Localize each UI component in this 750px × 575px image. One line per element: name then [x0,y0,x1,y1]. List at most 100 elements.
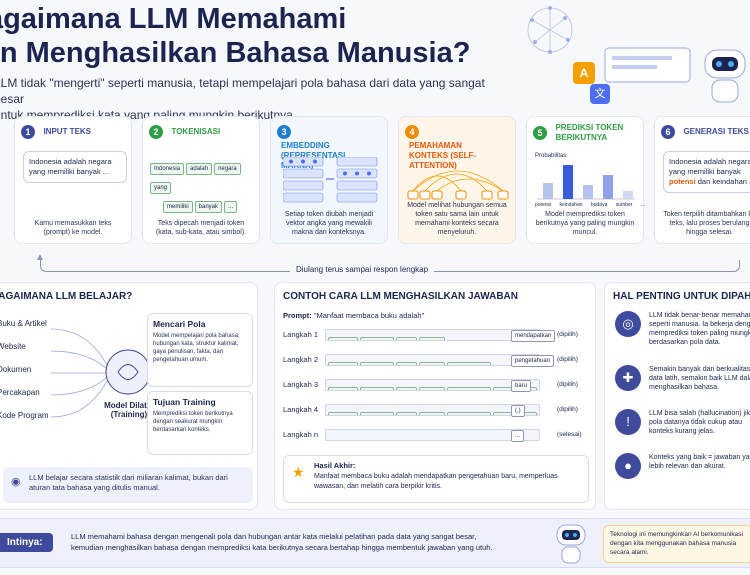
predicted-token: baru [511,380,532,392]
step-row: Langkah 4Manfaatmembacabukuadalahmendapa… [275,402,597,422]
step-label: Langkah n [283,430,319,439]
loop-caption: Diulang terus sampai respon lengkap [290,265,435,274]
bar-etc [623,191,633,199]
step-number: 3 [277,124,291,139]
word-token: buku [396,387,418,390]
step-title: GENERASI TEKS [683,126,749,136]
output-text: Indonesia adalah negara yang memiliki ba… [669,157,750,176]
title-line-2: dan Menghasilkan Bahasa Manusia? [0,37,471,69]
robot-icon [556,524,586,564]
source-item: Dokumen [0,365,32,374]
pick-note: (dipilih) [557,356,578,363]
attention-arcs-icon [407,170,509,200]
result-title: Hasil Akhir: [314,461,356,470]
summary-line-2: kemudian menghasilkan bahasa dengan memp… [71,543,493,552]
step-desc: Setiap token diubah menjadi vektor angka… [284,211,374,236]
word-token: membaca [359,412,395,415]
word-token: adalah [419,387,446,390]
subtitle-line-1: LLM tidak "mengerti" seperti manusia, te… [0,76,485,106]
step-title: INPUT TEKS [43,126,92,136]
probability-chart [537,165,635,200]
card-tujuan-training: Tujuan Training Memprediksi token beriku… [147,391,253,455]
output-text-end: dan keindahan ... [697,177,750,186]
prompt-label: Prompt: [283,311,312,320]
step-label: Langkah 1 [283,330,319,339]
important-text: Semakin banyak dan berkualitas data lati… [649,366,750,391]
bar-keindahan [563,165,573,199]
bar-label: ... [640,202,645,208]
step-number: 5 [533,126,547,140]
learn-note: ◉ LLM belajar secara statistik dari mili… [3,467,253,503]
step-label: Langkah 3 [283,380,319,389]
word-token: buku [396,412,418,415]
important-text: LLM bisa salah (hallucination) jika pola… [649,410,750,435]
pick-note: (dipilih) [557,381,578,388]
brain-icon [105,349,151,395]
summary-text: LLM memahami bahasa dengan mengenali pol… [71,531,531,553]
card-text: Memprediksi token berikutnya dengan seak… [153,411,233,433]
source-item: Website [0,342,26,351]
word-token: Manfaat [328,362,358,365]
learn-title: BAGAIMANA LLM BELAJAR? [0,291,133,302]
word-token: buku [396,337,418,340]
robot-icon [704,49,746,103]
example-title: CONTOH CARA LLM MENGHASILKAN JAWABAN [283,291,518,302]
token: yang [150,182,172,194]
word-token: mendapatkan [447,387,492,390]
word-token: Manfaat [328,412,358,415]
token-bar: Manfaatmembacabukuadalahmendapatkanpenge… [325,379,540,391]
word-token: membaca [359,387,395,390]
brain-icon: ◎ [615,311,641,337]
card-title: Tujuan Training [153,397,216,407]
model-label: Model Dilatih (Training) [104,401,154,419]
predicted-token: mendapatkan [511,330,556,342]
translate-icon: 文 [590,84,610,104]
important-text: LLM tidak benar-benar memahami seperti m… [649,312,750,346]
loop-arrowhead-icon: ▲ [35,252,45,263]
bar-sumber [603,175,613,199]
important-panel: HAL PENTING UNTUK DIPAHAMI ◎ LLM tidak b… [604,282,750,510]
letter-a-icon: A [573,62,595,84]
token: memiliki [163,201,193,213]
step-embedding: 3 EMBEDDING (REPRESENTASI MAKNA) Setiap … [270,116,388,244]
step-row: Langkah 1 Manfaatmembacabukuadalahmendapa… [275,327,597,347]
step-title: TOKENISASI [171,126,221,136]
token: banyak [194,201,223,213]
word-token: baru [538,412,539,415]
bar-label: sumber [615,202,633,208]
step-self-attention: 4 PEMAHAMAN KONTEKS (SELF-ATTENTION) Mod… [398,116,516,244]
learn-note-text: LLM belajar secara statistik dari miliar… [29,473,228,492]
word-token: adalah [419,412,446,415]
predicted-token: pengetahuan [511,355,555,367]
predicted-token: (,) [511,405,525,417]
step-label: Langkah 4 [283,405,319,414]
card-text: Model mempelajari pola bahasa, hubungan … [153,333,240,363]
result-box: ★ Hasil Akhir: Manfaat membaca buku adal… [283,455,589,503]
puzzle-icon: ✚ [615,365,641,391]
step-number: 1 [21,124,35,139]
learn-panel: BAGAIMANA LLM BELAJAR? Buku & Artikel We… [0,282,258,510]
word-token: adalah [419,362,446,365]
step-number: 2 [149,124,163,139]
lightbulb-icon: ◉ [11,476,21,488]
title-line-1: Bagaimana LLM Memahami [0,3,347,35]
result-text: Manfaat membaca buku adalah mendapatkan … [314,473,558,490]
step-row: Langkah n......(selesai) [275,427,597,447]
important-text: Konteks yang baik = jawaban yang lebih r… [649,454,750,470]
pick-note: (selesai) [557,431,582,438]
step-generasi-teks: 6 GENERASI TEKS Indonesia adalah negara … [654,116,750,244]
card-mencari-pola: Mencari Pola Model mempelajari pola baha… [147,313,253,387]
step-desc: Token terpilih ditambahkan ke teks, lalu… [663,211,750,236]
word-token: Manfaat [328,337,358,340]
step-row: Langkah 3 Manfaatmembacabukuadalahmendapa… [275,377,597,397]
step-prediksi-token: 5 PREDIKSI TOKEN BERIKUTNYA Probabilitas… [526,116,645,244]
source-list: Buku & Artikel Website Dokumen Percakapa… [0,319,49,434]
step-label: Langkah 2 [283,355,319,364]
bar-label: keindahan [559,202,583,208]
word-token: Manfaat [328,387,358,390]
